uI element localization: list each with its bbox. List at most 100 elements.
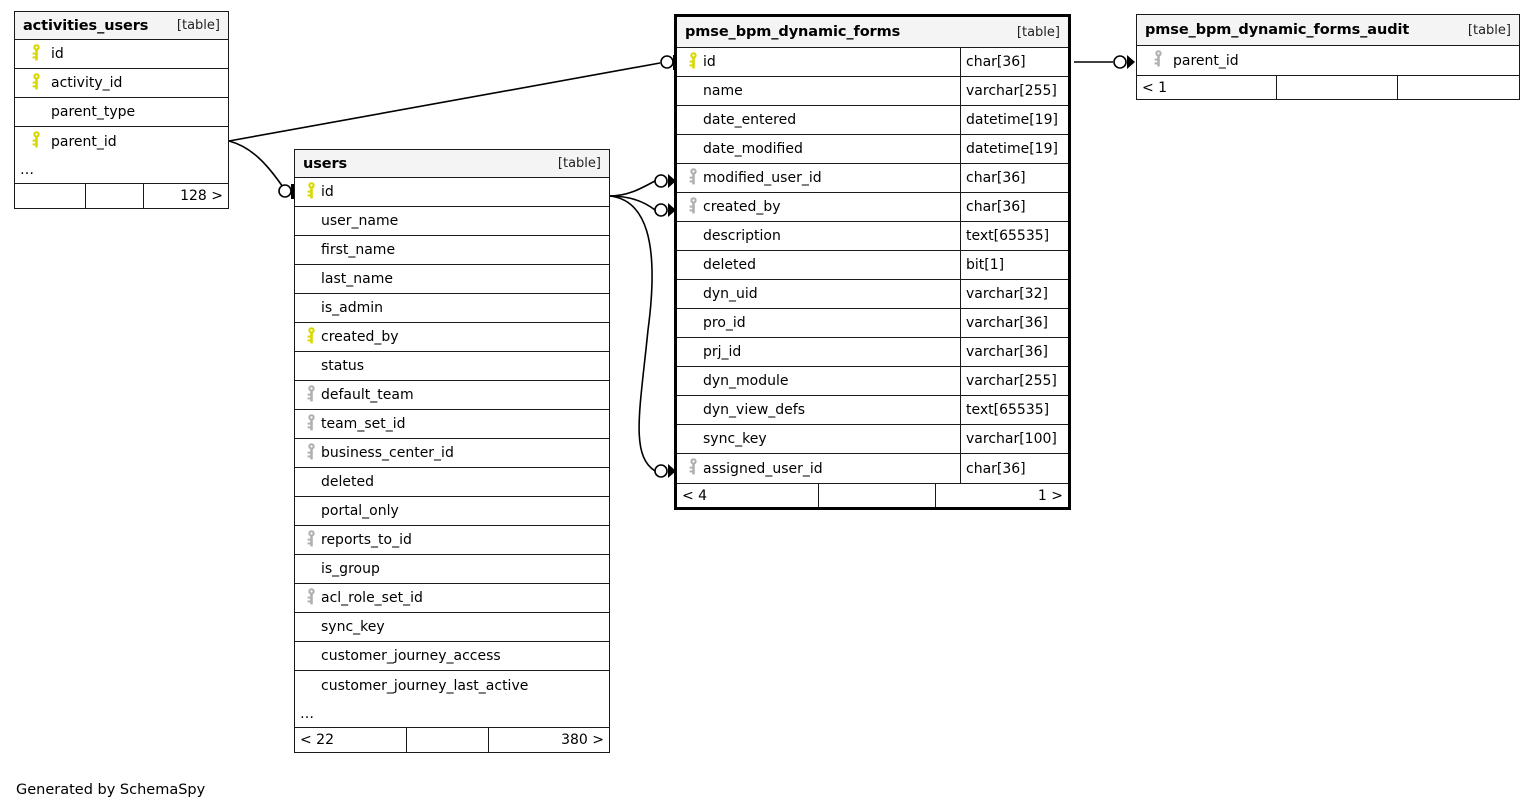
table-row[interactable]: user_name <box>295 207 609 236</box>
column-name: prj_id <box>703 344 742 360</box>
zero-circle-users-id-left <box>278 184 292 198</box>
table-row[interactable]: parent_type <box>15 98 228 127</box>
generator-credit: Generated by SchemaSpy <box>16 782 206 798</box>
table-row[interactable]: sync_key <box>295 613 609 642</box>
column-name-cell: sync_key <box>295 613 609 641</box>
table-row[interactable]: last_name <box>295 265 609 294</box>
more-columns-indicator: … <box>15 156 228 184</box>
table-row[interactable]: created_by <box>295 323 609 352</box>
column-name-cell: portal_only <box>295 497 609 525</box>
column-name: assigned_user_id <box>703 460 823 477</box>
table-row[interactable]: team_set_id <box>295 410 609 439</box>
foreign-key-icon <box>306 384 317 406</box>
column-name-cell: modified_user_id <box>677 164 960 192</box>
column-name-cell: activity_id <box>15 69 228 97</box>
column-type: varchar[255] <box>960 367 1068 395</box>
column-name: deleted <box>703 257 756 273</box>
column-name: modified_user_id <box>703 170 822 186</box>
edge-activities-users-to-forms <box>228 62 661 142</box>
column-name-cell: acl_role_set_id <box>295 584 609 612</box>
column-name: sync_key <box>321 619 385 635</box>
table-row[interactable]: first_name <box>295 236 609 265</box>
zero-circle-forms-id <box>660 55 674 69</box>
column-name: is_group <box>321 561 380 577</box>
footer-children: 1 > <box>935 484 1068 507</box>
column-name: last_name <box>321 271 393 287</box>
table-row[interactable]: id <box>295 178 609 207</box>
table-row[interactable]: business_center_id <box>295 439 609 468</box>
table-row[interactable]: parent_id <box>15 127 228 156</box>
column-type: char[36] <box>960 454 1068 483</box>
column-name-cell: parent_id <box>15 127 228 156</box>
column-name-cell: is_admin <box>295 294 609 322</box>
table-row[interactable]: is_group <box>295 555 609 584</box>
table-users[interactable]: users [table] id user_name first_name last_… <box>294 149 610 753</box>
edge-users-to-created-by <box>609 195 656 211</box>
table-pmse-bpm-dynamic-forms-audit[interactable]: pmse_bpm_dynamic_forms_audit [table] par… <box>1136 14 1520 100</box>
table-footer: < 1 <box>1137 75 1519 99</box>
key-slot <box>301 326 321 348</box>
table-row[interactable]: activity_id <box>15 69 228 98</box>
column-name: is_admin <box>321 300 384 316</box>
column-name: parent_id <box>1173 52 1239 69</box>
footer-children: 128 > <box>142 184 228 208</box>
table-footer: < 4 1 > <box>677 483 1068 507</box>
table-row[interactable]: assigned_user_id char[36] <box>677 454 1068 483</box>
column-name: customer_journey_last_active <box>321 677 529 694</box>
column-name: user_name <box>321 213 399 229</box>
column-name-cell: name <box>677 77 960 105</box>
table-row[interactable]: deleted bit[1] <box>677 251 1068 280</box>
column-name-cell: description <box>677 222 960 250</box>
key-slot <box>21 72 51 94</box>
edge-activities-users-to-users <box>228 140 286 191</box>
column-name: id <box>51 46 64 62</box>
table-header: users [table] <box>295 150 609 178</box>
column-name-cell: id <box>15 40 228 68</box>
footer-middle <box>85 184 143 208</box>
key-slot <box>301 442 321 464</box>
column-name: id <box>321 184 334 200</box>
table-row[interactable]: customer_journey_access <box>295 642 609 671</box>
key-slot <box>301 384 321 406</box>
column-name-cell: dyn_module <box>677 367 960 395</box>
table-header: pmse_bpm_dynamic_forms_audit [table] <box>1137 15 1519 46</box>
table-row[interactable]: status <box>295 352 609 381</box>
edge-users-to-modified-user-id <box>609 180 656 197</box>
primary-key-icon <box>31 131 42 152</box>
table-row[interactable]: acl_role_set_id <box>295 584 609 613</box>
column-type: bit[1] <box>960 251 1068 279</box>
column-type: varchar[100] <box>960 425 1068 453</box>
table-row[interactable]: reports_to_id <box>295 526 609 555</box>
table-row[interactable]: is_admin <box>295 294 609 323</box>
table-row[interactable]: parent_id <box>1137 46 1519 75</box>
column-name: default_team <box>321 387 414 403</box>
foreign-key-icon <box>306 413 317 435</box>
table-footer: < 22 380 > <box>295 728 609 752</box>
table-row[interactable]: portal_only <box>295 497 609 526</box>
table-row[interactable]: customer_journey_last_active <box>295 671 609 700</box>
column-name-cell: parent_id <box>1137 46 1519 75</box>
table-row[interactable]: id <box>15 40 228 69</box>
table-row[interactable]: default_team <box>295 381 609 410</box>
column-name-cell: prj_id <box>677 338 960 366</box>
key-slot <box>683 167 703 189</box>
column-name-cell: reports_to_id <box>295 526 609 554</box>
foreign-key-icon <box>306 442 317 464</box>
column-name: deleted <box>321 474 374 490</box>
table-row[interactable]: deleted <box>295 468 609 497</box>
